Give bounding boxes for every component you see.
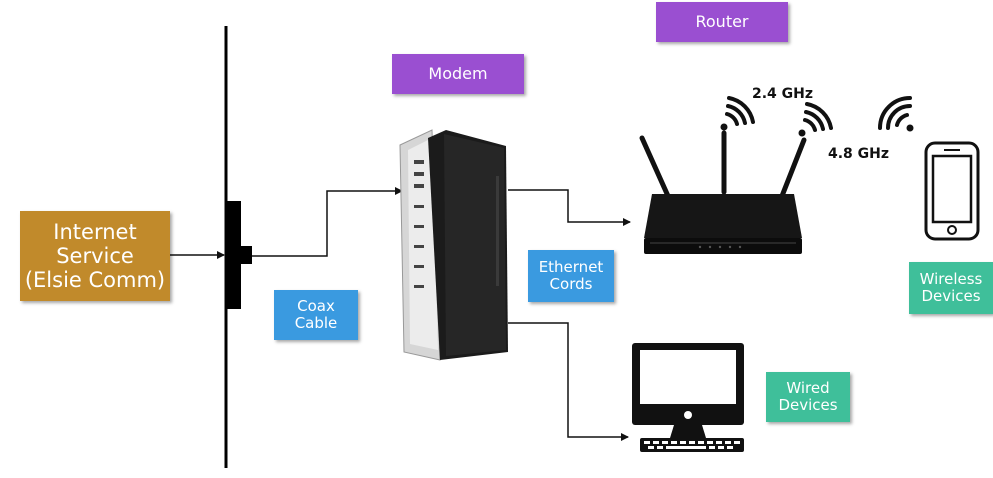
modem-label: Modem <box>392 54 524 94</box>
internet-service-line-3: (Elsie Comm) <box>24 268 166 293</box>
wired-devices-label: Wired Devices <box>766 372 850 422</box>
connector-modem-to-computer <box>508 322 629 441</box>
wireless-devices-line-1: Wireless <box>919 269 983 288</box>
wifi-icon-24 <box>720 96 755 131</box>
internet-service-label: Internet Service (Elsie Comm) <box>20 211 170 301</box>
router-icon <box>639 130 807 254</box>
internet-service-line-2: Service <box>56 243 134 268</box>
frequency-label-48ghz: 4.8 GHz <box>828 146 890 162</box>
coax-cable-line-1: Coax <box>297 296 335 315</box>
internet-service-line-1: Internet <box>53 219 137 244</box>
connector-coax-to-modem <box>252 187 403 257</box>
wireless-devices-label: Wireless Devices <box>909 262 993 314</box>
wifi-icon-48 <box>798 102 833 137</box>
ethernet-cords-line-2: Cords <box>549 275 593 293</box>
wireless-devices-line-2: Devices <box>921 287 981 305</box>
frequency-label-24ghz: 2.4 GHz <box>752 86 814 102</box>
smartphone-icon <box>924 141 980 241</box>
wifi-icon-phone <box>878 96 914 132</box>
computer-icon <box>632 343 744 452</box>
coax-wall-plate <box>225 201 252 309</box>
wired-devices-line-2: Devices <box>778 396 838 414</box>
router-label-text: Router <box>695 11 749 31</box>
ethernet-cords-line-1: Ethernet <box>538 257 604 276</box>
modem-icon <box>399 129 508 361</box>
coax-cable-line-2: Cable <box>294 314 338 332</box>
router-label: Router <box>656 2 788 42</box>
modem-label-text: Modem <box>428 63 488 83</box>
wired-devices-line-1: Wired <box>786 378 830 397</box>
coax-cable-label: Coax Cable <box>274 290 358 340</box>
ethernet-cords-label: Ethernet Cords <box>528 250 614 302</box>
connector-modem-to-router <box>508 189 631 226</box>
